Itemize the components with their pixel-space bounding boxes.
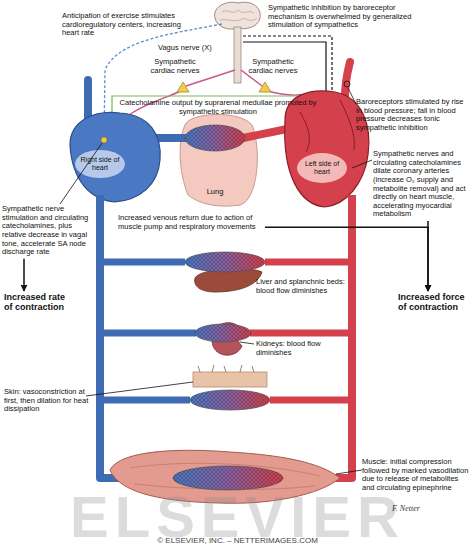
organ-label: Left side of heart [299, 160, 345, 176]
leader-line [352, 160, 372, 168]
ganglion [259, 82, 271, 92]
callout-box: Sympathetic nerves and circulating catec… [373, 150, 474, 219]
baroreceptor-nerve [243, 36, 332, 95]
lung [180, 114, 257, 206]
vein [100, 397, 190, 404]
coronary-artery [300, 100, 354, 152]
result-text: Increased force of contraction [398, 292, 473, 313]
callout-text: Baroreceptors stimulated by rise in bloo… [356, 98, 470, 133]
organ-label: Lung [198, 188, 232, 197]
vein [100, 330, 196, 337]
organ-label: Liver and splanchnic beds: blood flow di… [256, 278, 348, 295]
capillary-mesh [185, 125, 245, 151]
nerve-label: Sympathetic cardiac nerves [146, 58, 204, 75]
capillary-mesh [195, 324, 251, 342]
skin-hair [198, 365, 254, 372]
leader-line [336, 470, 362, 474]
spinal-cord [234, 27, 241, 83]
artery [270, 397, 352, 404]
leader-line [60, 143, 102, 204]
leader-line [240, 342, 254, 344]
capillary-bed [195, 324, 251, 342]
leader-line [348, 88, 356, 104]
callout-text: Sympathetic inhibition by baroreceptor m… [268, 4, 433, 30]
capillary-mesh [185, 252, 265, 272]
signature-text: F. Netter [392, 504, 456, 513]
organ-label: Kidneys: blood flow diminishes [256, 340, 348, 357]
flow-arrow [427, 221, 429, 291]
result-box: Increased force of contraction [398, 292, 473, 313]
skin [193, 372, 267, 387]
leader-line [86, 382, 193, 396]
heart-chamber [297, 153, 347, 183]
heart-chamber [75, 150, 125, 178]
artery [250, 330, 352, 337]
nerve-label: Vagus nerve (X) [158, 44, 222, 53]
vein [100, 259, 185, 266]
ganglion [177, 82, 189, 92]
watermark-text: ELSEVIER [0, 484, 475, 550]
capillary-bed [190, 390, 270, 410]
baroreceptor [344, 81, 350, 87]
result-text: Increased rate of contraction [4, 292, 74, 313]
organ-label: Skin: vasoconstriction at first, then di… [4, 388, 90, 414]
callout-text: Anticipation of exercise stimulates card… [62, 12, 190, 38]
sa-node [101, 137, 107, 143]
callout-text: Increased venous return due to action of… [118, 214, 263, 231]
callout-box: Increased venous return due to action of… [118, 214, 263, 231]
capillary-mesh [190, 390, 270, 410]
callout-text: Catecholamine output by suprarenal medul… [118, 99, 318, 116]
brain-gyri [220, 10, 257, 21]
nerve-label: Sympathetic cardiac nerves [244, 58, 302, 75]
superior-vena-cava [84, 80, 92, 120]
artery [265, 259, 352, 266]
organ-label: Right side of heart [77, 156, 123, 172]
right-heart [70, 112, 160, 202]
callout-text: Sympathetic nerve stimulation and circul… [2, 205, 94, 257]
flow-arrow [23, 259, 25, 291]
callout-box: Sympathetic nerve stimulation and circul… [2, 205, 94, 257]
result-box: Increased rate of contraction [4, 292, 74, 313]
capillary-bed [185, 125, 245, 151]
aortic-arch [345, 62, 350, 98]
callout-text: Sympathetic nerves and circulating catec… [373, 150, 474, 219]
capillary-bed [185, 252, 265, 272]
brain [215, 2, 261, 29]
baroreceptor-nerve [243, 42, 326, 95]
